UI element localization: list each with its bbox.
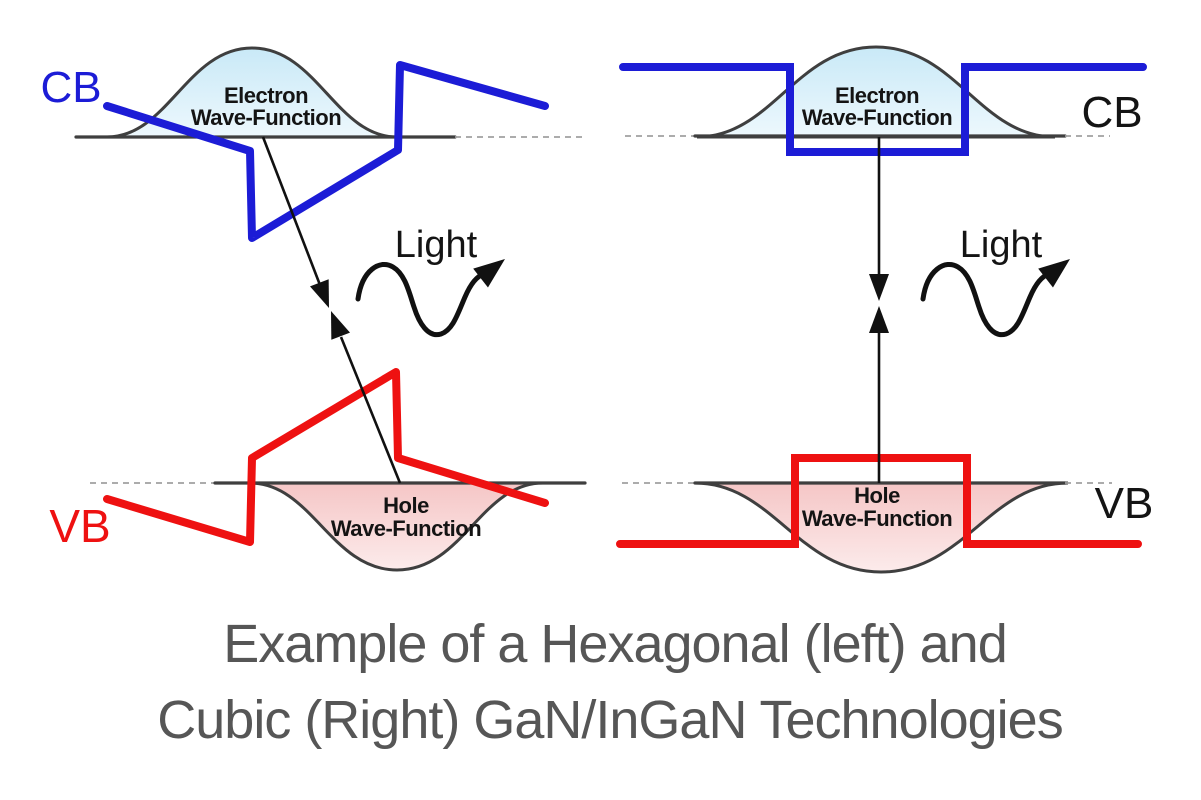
- valence-band-line-right: [616, 454, 1142, 548]
- hole-wf-label-line1-left: Hole: [383, 493, 429, 518]
- hole-wf-label-line2-left: Wave-Function: [331, 516, 481, 541]
- conduction-band-line-left: [103, 61, 549, 242]
- light-arrowhead-icon-left: [473, 259, 505, 288]
- hole-wf-label-line2-right: Wave-Function: [802, 506, 952, 531]
- light-label-left: Light: [395, 224, 478, 266]
- light-wave-icon-left: [355, 261, 487, 338]
- electron-wavefunction-curve-left: [106, 46, 398, 139]
- recombination-arrow-upper-left: [261, 136, 322, 286]
- recombination-arrowhead-up-icon-right: [869, 306, 889, 333]
- recombination-arrowhead-down-icon-left: [309, 279, 329, 308]
- vb-label-left: VB: [49, 500, 110, 552]
- hole-wf-label-line1-right: Hole: [854, 483, 900, 508]
- vb-label-right: VB: [1095, 479, 1154, 528]
- light-label-right: Light: [960, 224, 1043, 266]
- caption-line1: Example of a Hexagonal (left) and: [223, 614, 1006, 674]
- hole-wavefunction-curve-right: [694, 481, 1069, 574]
- conduction-band-line-right: [619, 63, 1147, 156]
- recombination-arrowhead-down-icon-right: [869, 274, 889, 301]
- cb-label-right: CB: [1081, 88, 1142, 137]
- valence-band-line-left: [103, 368, 549, 546]
- light-arrowhead-icon-right: [1038, 259, 1070, 288]
- electron-wf-label-line2-right: Wave-Function: [802, 105, 952, 130]
- electron-wf-label-line1-left: Electron: [224, 83, 308, 108]
- light-wave-icon-right: [920, 261, 1052, 338]
- cb-label-left: CB: [40, 63, 101, 112]
- recombination-arrow-lower-left: [339, 336, 402, 484]
- electron-wf-label-line1-right: Electron: [835, 83, 919, 108]
- electron-wf-label-line2-left: Wave-Function: [191, 105, 341, 130]
- hole-wavefunction-curve-left: [249, 481, 544, 572]
- recombination-arrowhead-up-icon-left: [331, 311, 351, 340]
- caption-line2: Cubic (Right) GaN/InGaN Technologies: [157, 690, 1062, 750]
